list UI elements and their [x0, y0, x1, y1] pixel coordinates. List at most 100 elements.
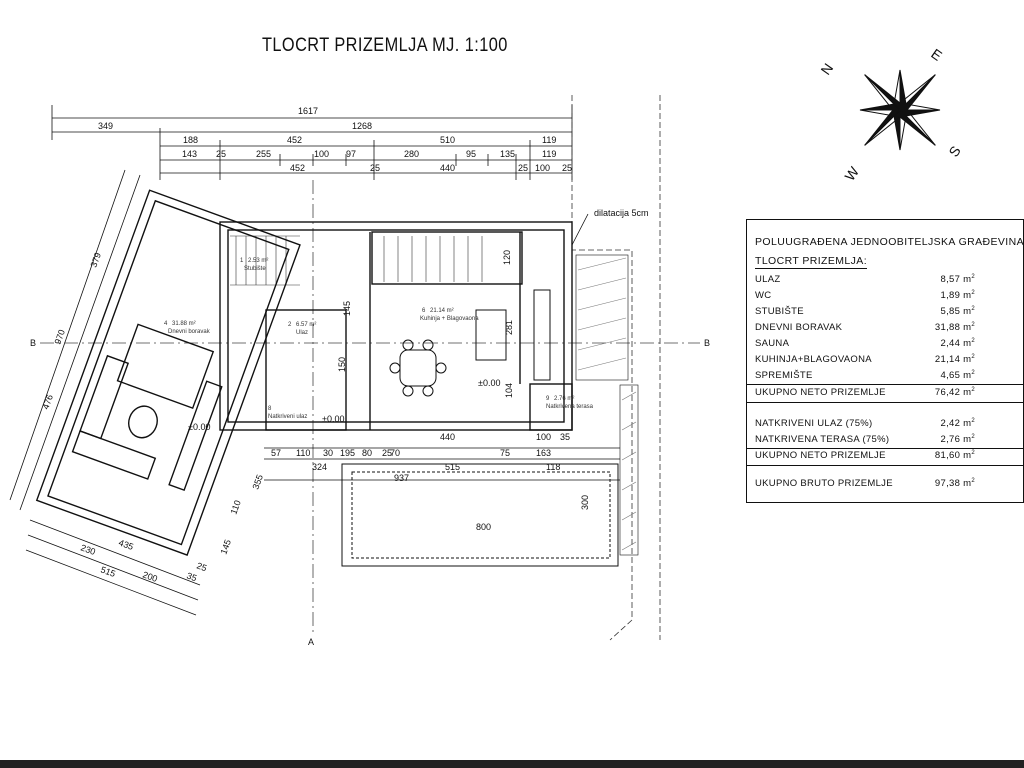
dimension-chains-bottom [264, 447, 620, 481]
dim-135: 135 [500, 149, 515, 159]
dim-pool-300: 300 [580, 495, 590, 510]
level-living: ±0.00 [188, 422, 210, 432]
dim-25b: 25 [370, 163, 380, 173]
dim-188: 188 [183, 135, 198, 145]
dim-b-324: 324 [312, 462, 327, 472]
dim-280: 280 [404, 149, 419, 159]
dim-25e: 25 [195, 560, 208, 573]
room-4-name: Dnevni boravak [168, 329, 211, 335]
dim-100b: 100 [535, 163, 550, 173]
room-1-num: 1 [240, 258, 244, 264]
level-kitchen: ±0.00 [478, 378, 500, 388]
dim-119b: 119 [542, 149, 556, 159]
room-2-name: Ulaz [296, 330, 308, 336]
dimension-labels-top: 1617 349 1268 188 452 510 119 143 25 255… [98, 106, 572, 173]
dim-int-150: 150 [337, 357, 347, 372]
room-1-area: 2.53 m² [248, 258, 268, 264]
dim-25: 25 [216, 149, 226, 159]
section-b-left: B [30, 338, 36, 348]
bottom-edge-bar [0, 760, 1024, 768]
dim-230: 230 [79, 542, 97, 557]
table-divider [747, 384, 1023, 385]
dimension-chains-lower-left [25, 519, 201, 616]
compass-w: W [841, 163, 862, 184]
table-row: NATKRIVENI ULAZ (75%)2,42 m2 [755, 418, 975, 430]
room-labels: 1 2.53 m² Stubište 2 6.57 m² Ulaz 4 31.8… [164, 258, 594, 420]
left-wing [35, 189, 301, 556]
dim-b-75: 75 [500, 448, 510, 458]
room-9-num: 9 [546, 396, 550, 402]
dim-b-118: 118 [546, 462, 560, 472]
dim-515: 515 [99, 564, 117, 579]
table-subheading: TLOCRT PRIZEMLJA: [755, 255, 868, 269]
room-8-num: 8 [268, 406, 272, 412]
dim-349: 349 [98, 121, 113, 131]
room-4-num: 4 [164, 321, 168, 327]
dim-145: 145 [218, 538, 233, 556]
dim-100: 100 [314, 149, 329, 159]
dim-1617: 1617 [298, 106, 318, 116]
dim-25d: 25 [562, 163, 572, 173]
room-9-name: Natkrivena terasa [546, 404, 594, 410]
room-2-num: 2 [288, 322, 292, 328]
room-6-name: Kuhinja + Blagovaona [420, 316, 479, 322]
section-a: A [308, 637, 314, 647]
dim-int-145: 145 [342, 301, 352, 316]
dim-b-515: 515 [445, 462, 460, 472]
dim-25c: 25 [518, 163, 528, 173]
table-heading: POLUUGRAĐENA JEDNOOBITELJSKA GRAĐEVINA [755, 236, 1024, 248]
dimension-chains-left [9, 169, 141, 511]
compass-rose: N E S W [817, 45, 963, 184]
room-8-name: Natkriveni ulaz [268, 414, 307, 420]
dim-970: 970 [52, 328, 67, 346]
dilatation-note: dilatacija 5cm [594, 208, 649, 218]
dim-int-104: 104 [504, 383, 514, 398]
dim-b-937: 937 [394, 473, 409, 483]
pool [341, 463, 619, 567]
stairs [230, 235, 483, 286]
room-6-area: 21.14 m² [430, 308, 454, 314]
table-divider [747, 448, 1023, 449]
dim-b-57: 57 [271, 448, 281, 458]
dim-143: 143 [182, 149, 197, 159]
dim-1268: 1268 [352, 121, 372, 131]
dimension-labels-bottom: 440 100 35 57 110 30 195 80 25 70 515 75… [271, 432, 570, 483]
dim-452: 452 [287, 135, 302, 145]
compass-s: S [945, 143, 963, 160]
dim-b-25: 25 [382, 448, 392, 458]
dim-b-80: 80 [362, 448, 372, 458]
dim-435: 435 [117, 537, 135, 552]
dim-b-440: 440 [440, 432, 455, 442]
building-walls [219, 221, 573, 431]
table-divider [747, 465, 1023, 466]
compass-e: E [928, 45, 945, 63]
area-table: POLUUGRAĐENA JEDNOOBITELJSKA GRAĐEVINA T… [746, 219, 1024, 503]
dim-440: 440 [440, 163, 455, 173]
drawing-title: TLOCRT PRIZEMLJA MJ. 1:100 [262, 35, 508, 56]
dim-b-110: 110 [296, 448, 310, 458]
room-6-num: 6 [422, 308, 426, 314]
table-row: NATKRIVENA TERASA (75%)2,76 m2 [755, 434, 975, 446]
dim-35: 35 [185, 570, 198, 583]
dim-b-163: 163 [536, 448, 551, 458]
table-divider [747, 402, 1023, 403]
dim-b-70: 70 [390, 448, 400, 458]
dim-b-35: 35 [560, 432, 570, 442]
dining-set [389, 289, 551, 397]
dim-510: 510 [440, 135, 455, 145]
dim-b-195: 195 [340, 448, 355, 458]
dim-b-100: 100 [536, 432, 551, 442]
compass-n: N [817, 60, 836, 77]
room-9-area: 2.76 m² [554, 396, 574, 402]
room-1-name: Stubište [244, 266, 266, 272]
